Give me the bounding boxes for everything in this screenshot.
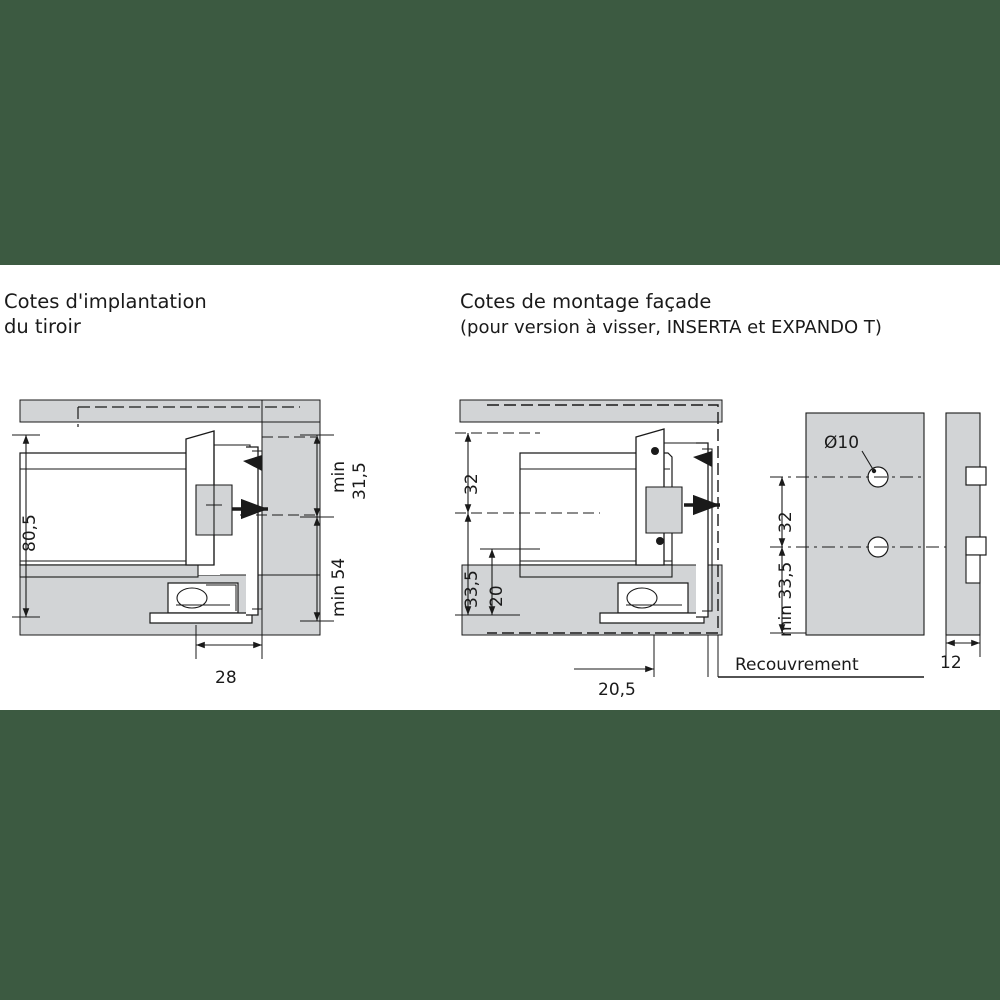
- front-panel-view-group: [718, 412, 980, 678]
- dim-31-5: 31,5: [350, 462, 370, 500]
- left-title-line2: du tiroir: [4, 315, 81, 338]
- dim-32-front: 32: [776, 511, 796, 533]
- label-recouvrement: Recouvrement: [735, 655, 859, 675]
- right-title-line1: Cotes de montage façade: [460, 290, 712, 313]
- dim-min-54: min 54: [329, 557, 349, 617]
- dim-32-middle: 32: [462, 473, 482, 495]
- dim-12: 12: [940, 653, 962, 673]
- technical-drawing-svg: [12, 399, 987, 678]
- side-panel-view-group: [945, 412, 987, 657]
- right-title-subtitle: (pour version à visser, INSERTA et EXPAN…: [460, 317, 882, 338]
- dim-min-33-5: min 33,5: [776, 561, 796, 637]
- left-title-line1: Cotes d'implantation: [4, 290, 207, 313]
- dim-80-5: 80,5: [20, 514, 40, 552]
- dim-28: 28: [215, 668, 237, 688]
- dim-20: 20: [487, 585, 507, 607]
- drawing-sheet: Cotes d'implantation du tiroir Cotes de …: [0, 265, 1000, 710]
- dim-33-5: 33,5: [462, 570, 482, 608]
- middle-diagram-group: [455, 399, 723, 677]
- left-diagram-group: [12, 399, 334, 659]
- dim-20-5: 20,5: [598, 680, 636, 700]
- dim-diameter-10: Ø10: [824, 433, 860, 453]
- dim-min: min: [329, 460, 349, 493]
